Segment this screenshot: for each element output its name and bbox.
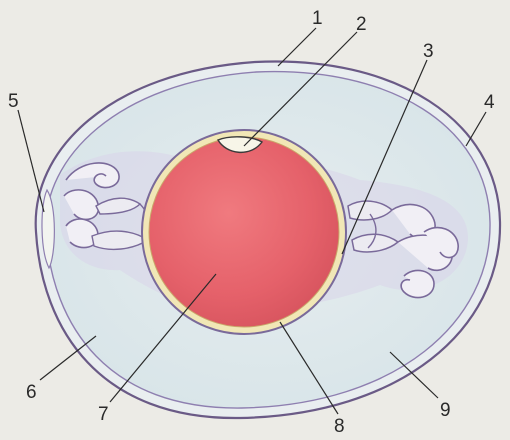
label-6: 6 (26, 382, 37, 403)
label-5: 5 (8, 91, 19, 112)
leader-line-1 (278, 28, 316, 66)
label-2: 2 (356, 14, 367, 35)
label-7: 7 (98, 404, 109, 425)
label-4: 4 (484, 92, 495, 113)
leader-line-5 (18, 110, 44, 212)
label-1: 1 (312, 8, 323, 29)
label-8: 8 (334, 416, 345, 437)
label-9: 9 (440, 400, 451, 421)
label-3: 3 (423, 41, 434, 62)
leader-line-4 (466, 112, 486, 146)
yolk (149, 137, 339, 327)
